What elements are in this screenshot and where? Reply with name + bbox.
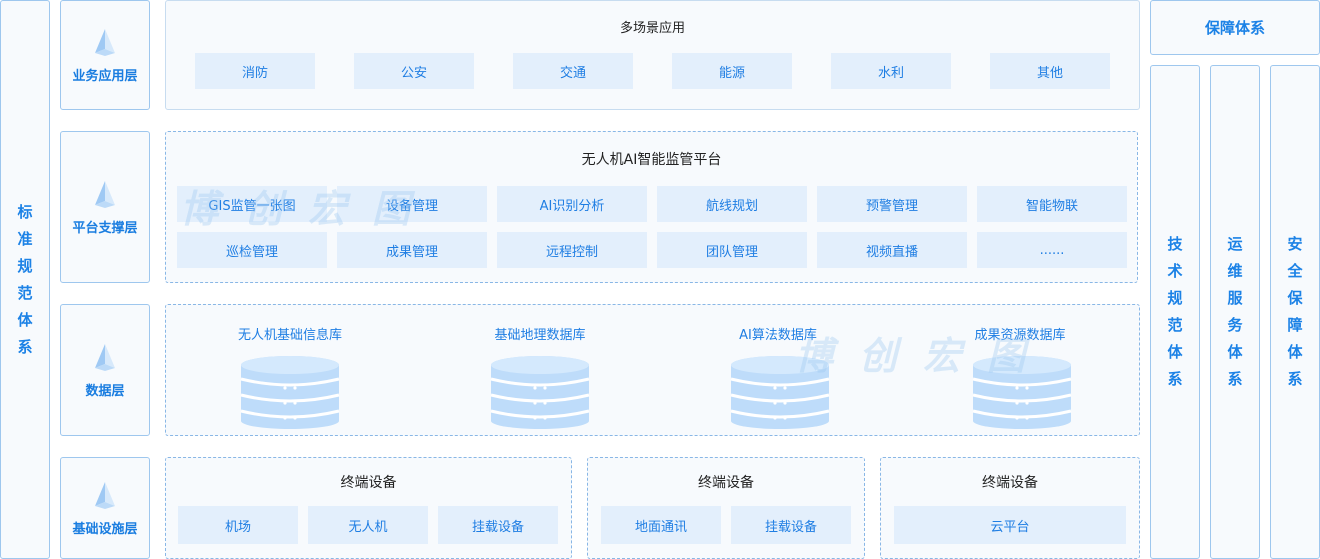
vchar: 系 [1227,370,1243,388]
layer-infrastructure: 基础设施层 [60,457,150,559]
watermark-text: 博创宏图 [795,334,1052,378]
platform-item: 远程控制 [497,232,647,268]
platform-item: 航线规划 [657,186,807,222]
infra-item: 云平台 [894,506,1126,544]
vchar: 标 [17,202,33,221]
vchar: 体 [1287,343,1303,361]
vchar: 系 [1287,370,1303,388]
vchar: 维 [1227,262,1243,280]
platform-title: 无人机AI智能监管平台 [581,152,722,168]
vchar: 运 [1227,235,1243,253]
db-name: 基础地理数据库 [494,328,586,343]
db-name: AI算法数据库 [739,328,817,343]
infra-group-title: 终端设备 [982,475,1038,491]
vchar: 体 [1167,343,1183,361]
pyramid-icon [95,343,115,371]
platform-item: 智能物联 [977,186,1127,222]
technical-standards-column: 技 术 规 范 体 系 [1150,65,1200,559]
layer-label: 数据层 [85,383,125,399]
vchar: 规 [1167,289,1183,307]
guarantee-system-header: 保障体系 [1150,0,1320,55]
layer-data: 数据层 [60,304,150,436]
operations-service-column: 运 维 服 务 体 系 [1210,65,1260,559]
db-name: 成果资源数据库 [974,328,1066,343]
platform-item: 巡检管理 [177,232,327,268]
app-item: 交通 [513,53,633,89]
infra-item: 地面通讯 [601,506,721,544]
app-item: 公安 [354,53,474,89]
infra-item: 挂载设备 [438,506,558,544]
application-panel [165,0,1140,110]
database-icon [972,356,1072,429]
database-icon [240,356,340,429]
application-title: 多场景应用 [619,21,685,36]
security-guarantee-column: 安 全 保 障 体 系 [1270,65,1320,559]
app-item: 消防 [195,53,315,89]
vchar: 系 [17,337,33,356]
layer-label: 业务应用层 [72,68,138,84]
vchar: 体 [17,310,33,329]
standards-system-bar: 标 准 规 范 体 系 [0,0,50,559]
platform-item: AI识别分析 [497,186,647,222]
platform-item: ...... [977,232,1127,268]
infra-group-title: 终端设备 [340,475,397,491]
layer-platform-support: 平台支撑层 [60,131,150,283]
vchar: 范 [1167,316,1183,334]
db-name: 无人机基础信息库 [237,328,342,343]
database-icon [490,356,590,429]
database-icon [730,356,830,429]
vchar: 务 [1227,316,1243,334]
platform-item: GIS监管一张图 [177,186,327,222]
vchar: 服 [1227,289,1243,307]
vchar: 体 [1227,343,1243,361]
vchar: 术 [1167,262,1183,280]
app-item: 其他 [990,53,1110,89]
vchar: 范 [17,283,33,302]
pyramid-icon [95,28,115,56]
pyramid-icon [95,481,115,509]
app-item: 能源 [672,53,792,89]
vchar: 准 [17,229,33,248]
infra-item: 挂载设备 [731,506,851,544]
watermark-text: 博创宏图 [180,187,437,231]
platform-item: 设备管理 [337,186,487,222]
vchar: 安 [1287,235,1303,253]
platform-item: 预警管理 [817,186,967,222]
platform-panel [165,131,1138,283]
infra-item: 机场 [178,506,298,544]
vchar: 保 [1287,289,1303,307]
vchar: 规 [17,256,33,275]
infra-item: 无人机 [308,506,428,544]
layer-label: 平台支撑层 [72,220,138,236]
app-item: 水利 [831,53,951,89]
platform-item: 成果管理 [337,232,487,268]
platform-item: 团队管理 [657,232,807,268]
vchar: 全 [1287,262,1303,280]
guarantee-system-title: 保障体系 [1204,19,1265,37]
vchar: 障 [1287,316,1303,334]
layer-label: 基础设施层 [72,521,138,537]
vchar: 技 [1167,235,1183,253]
pyramid-icon [95,180,115,208]
layer-business-app: 业务应用层 [60,0,150,110]
vchar: 系 [1167,370,1183,388]
infra-group-title: 终端设备 [698,475,754,491]
platform-item: 视频直播 [817,232,967,268]
